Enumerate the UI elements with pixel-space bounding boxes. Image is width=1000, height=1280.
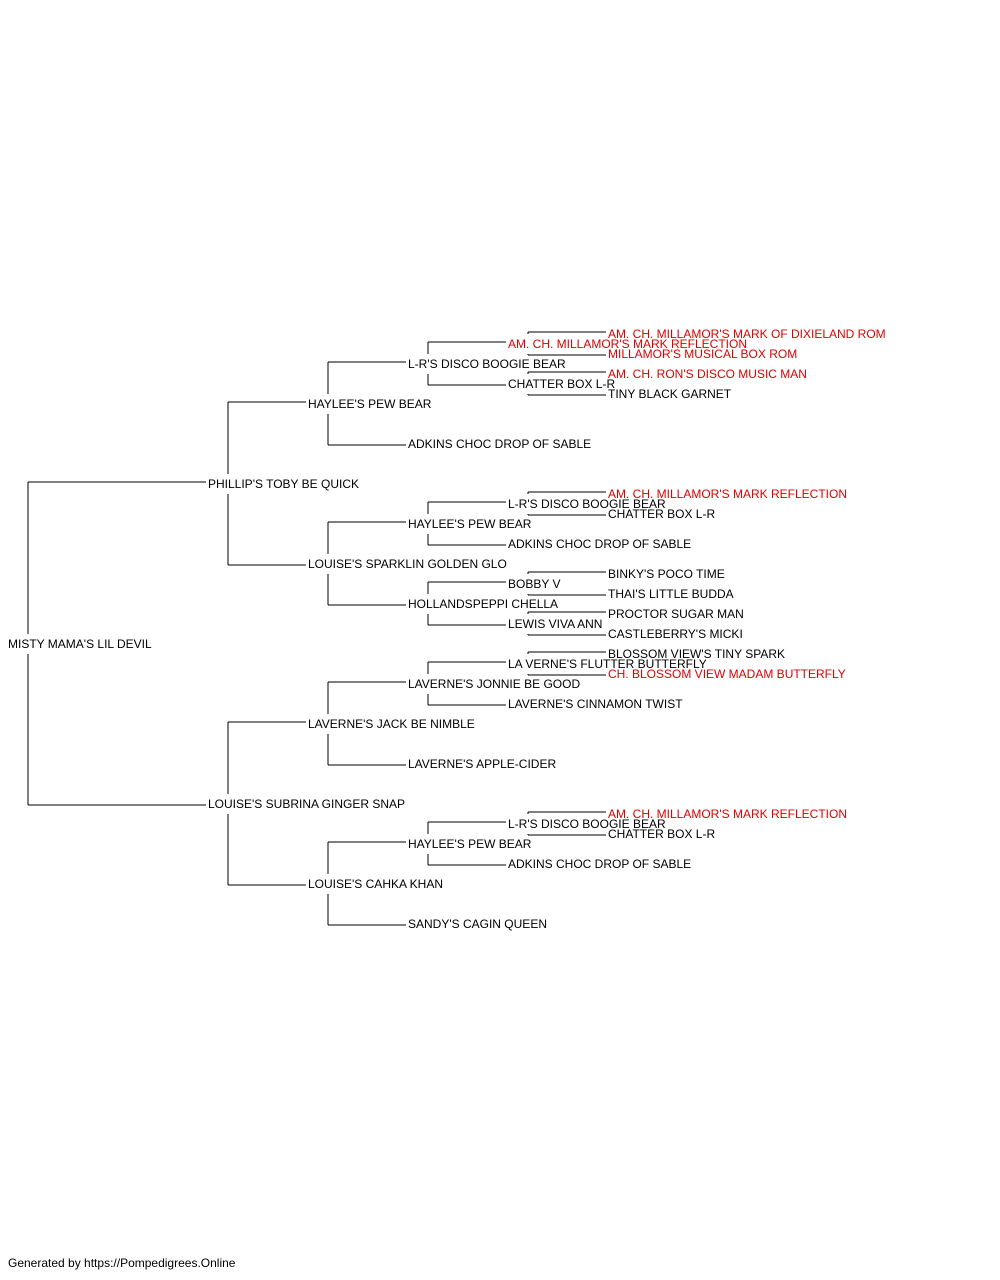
- pedigree-tree: MISTY MAMA'S LIL DEVIL PHILLIP'S TOBY BE …: [8, 327, 886, 931]
- pedigree-name: CHATTER BOX L-R: [608, 827, 715, 841]
- pedigree-name: BOBBY V: [508, 577, 560, 591]
- pedigree-name: CHATTER BOX L-R: [508, 377, 615, 391]
- pedigree-name: LEWIS VIVA ANN: [508, 617, 602, 631]
- generated-by-footer: Generated by https://Pompedigrees.Online: [8, 1256, 236, 1270]
- pedigree-name: HAYLEE'S PEW BEAR: [308, 397, 432, 411]
- pedigree-name: LAVERNE'S JONNIE BE GOOD: [408, 677, 580, 691]
- pedigree-name: HAYLEE'S PEW BEAR: [408, 517, 532, 531]
- pedigree-name: LA VERNE'S FLUTTER BUTTERFLY: [508, 657, 707, 671]
- pedigree-name: BINKY'S POCO TIME: [608, 567, 725, 581]
- pedigree-name: TINY BLACK GARNET: [608, 387, 732, 401]
- pedigree-name: L-R'S DISCO BOOGIE BEAR: [508, 817, 666, 831]
- pedigree-name: CH. BLOSSOM VIEW MADAM BUTTERFLY: [608, 667, 846, 681]
- pedigree-name: ADKINS CHOC DROP OF SABLE: [408, 437, 591, 451]
- pedigree-name: CHATTER BOX L-R: [608, 507, 715, 521]
- pedigree-name: AM. CH. MILLAMOR'S MARK OF DIXIELAND ROM: [608, 327, 886, 341]
- pedigree-name: AM. CH. MILLAMOR'S MARK REFLECTION: [508, 337, 747, 351]
- pedigree-name: MILLAMOR'S MUSICAL BOX ROM: [608, 347, 797, 361]
- pedigree-name: SANDY'S CAGIN QUEEN: [408, 917, 547, 931]
- pedigree-name: ADKINS CHOC DROP OF SABLE: [508, 857, 691, 871]
- pedigree-name: L-R'S DISCO BOOGIE BEAR: [408, 357, 566, 371]
- pedigree-name: THAI'S LITTLE BUDDA: [608, 587, 734, 601]
- pedigree-name: AM. CH. MILLAMOR'S MARK REFLECTION: [608, 487, 847, 501]
- pedigree-name: PHILLIP'S TOBY BE QUICK: [208, 477, 359, 491]
- pedigree-name: BLOSSOM VIEW'S TINY SPARK: [608, 647, 785, 661]
- pedigree-name: AM. CH. MILLAMOR'S MARK REFLECTION: [608, 807, 847, 821]
- pedigree-name: LOUISE'S CAHKA KHAN: [308, 877, 443, 891]
- pedigree-name: LOUISE'S SUBRINA GINGER SNAP: [208, 797, 405, 811]
- pedigree-name: HAYLEE'S PEW BEAR: [408, 837, 532, 851]
- pedigree-name: LAVERNE'S APPLE-CIDER: [408, 757, 556, 771]
- pedigree-name: MISTY MAMA'S LIL DEVIL: [8, 637, 152, 651]
- pedigree-name: LAVERNE'S JACK BE NIMBLE: [308, 717, 475, 731]
- pedigree-name: CASTLEBERRY'S MICKI: [608, 627, 743, 641]
- pedigree-name: ADKINS CHOC DROP OF SABLE: [508, 537, 691, 551]
- pedigree-name: LAVERNE'S CINNAMON TWIST: [508, 697, 683, 711]
- pedigree-name: PROCTOR SUGAR MAN: [608, 607, 744, 621]
- pedigree-name: LOUISE'S SPARKLIN GOLDEN GLO: [308, 557, 507, 571]
- pedigree-name: L-R'S DISCO BOOGIE BEAR: [508, 497, 666, 511]
- pedigree-name: AM. CH. RON'S DISCO MUSIC MAN: [608, 367, 807, 381]
- pedigree-name: HOLLANDSPEPPI CHELLA: [408, 597, 558, 611]
